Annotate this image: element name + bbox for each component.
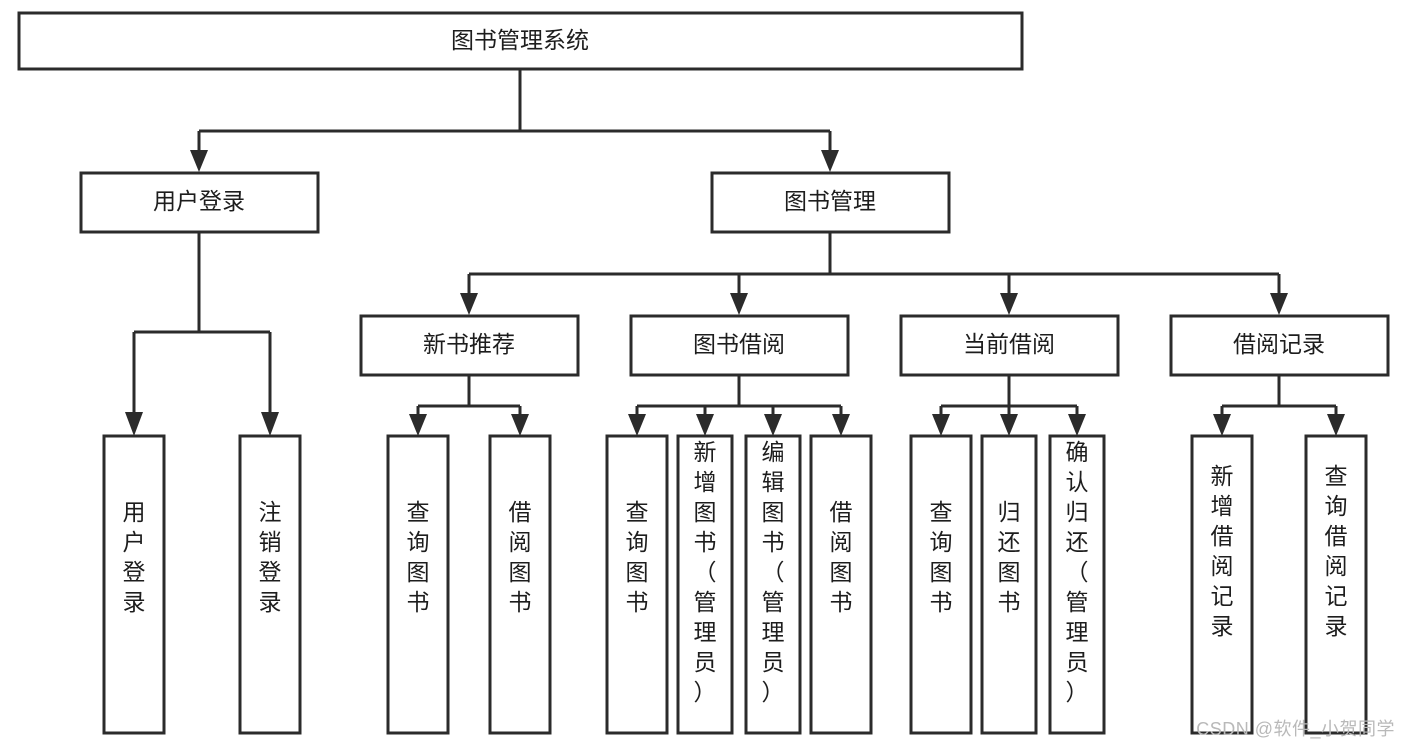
leaf-edit-book-label: 编辑图书（管理员） xyxy=(762,439,785,705)
node-user-login[interactable]: 用户登录 xyxy=(79,171,320,234)
csdn-watermark: CSDN @软件_小贺同学 xyxy=(1196,719,1395,739)
leaf-query-record[interactable]: 查询借阅记录 xyxy=(1304,434,1368,735)
arrowhead-leaf-logout-login xyxy=(261,412,279,436)
leaf-query-book-1-box[interactable] xyxy=(386,434,450,735)
node-book-borrow-box[interactable] xyxy=(629,314,850,377)
node-root-label: 图书管理系统 xyxy=(451,27,589,53)
node-user-login-box[interactable] xyxy=(79,171,320,234)
arrowhead-leaf-add-record xyxy=(1213,414,1231,436)
arrowhead-leaf-borrow-book-2 xyxy=(832,414,850,436)
node-new-book-rec[interactable]: 新书推荐 xyxy=(359,314,580,377)
node-borrow-record-label: 借阅记录 xyxy=(1233,331,1325,357)
leaf-confirm-return[interactable]: 确认归还（管理员） xyxy=(1048,434,1106,735)
node-borrow-record[interactable]: 借阅记录 xyxy=(1169,314,1390,377)
leaf-query-book-2-box[interactable] xyxy=(605,434,669,735)
arrowhead-leaf-query-book-2 xyxy=(628,414,646,436)
arrowhead-leaf-query-book-1 xyxy=(409,414,427,436)
node-new-book-rec-label: 新书推荐 xyxy=(423,331,515,357)
leaf-query-book-2[interactable]: 查询图书 xyxy=(605,434,669,735)
node-book-manage-box[interactable] xyxy=(710,171,951,234)
leaf-query-book-3-box[interactable] xyxy=(909,434,973,735)
leaf-edit-book[interactable]: 编辑图书（管理员） xyxy=(744,434,802,735)
leaf-user-login[interactable]: 用户登录 xyxy=(102,434,166,735)
arrowhead-userlogin xyxy=(190,150,208,172)
leaf-query-book-1[interactable]: 查询图书 xyxy=(386,434,450,735)
leaf-query-book-3[interactable]: 查询图书 xyxy=(909,434,973,735)
arrowhead-leaf-query-book-3 xyxy=(932,414,950,436)
connector-layer xyxy=(125,69,1345,436)
leaf-query-record-label: 查询借阅记录 xyxy=(1325,463,1348,639)
arrowhead-leaf-query-record xyxy=(1327,414,1345,436)
leaf-user-login-box[interactable] xyxy=(102,434,166,735)
node-current-borrow[interactable]: 当前借阅 xyxy=(899,314,1120,377)
leaf-query-book-1-label: 查询图书 xyxy=(407,499,430,615)
node-book-manage[interactable]: 图书管理 xyxy=(710,171,951,234)
node-book-borrow[interactable]: 图书借阅 xyxy=(629,314,850,377)
node-borrow-record-box[interactable] xyxy=(1169,314,1390,377)
node-book-borrow-label: 图书借阅 xyxy=(693,331,785,357)
leaf-borrow-book-1[interactable]: 借阅图书 xyxy=(488,434,552,735)
leaf-query-record-box[interactable] xyxy=(1304,434,1368,735)
leaf-query-book-2-label: 查询图书 xyxy=(626,499,649,615)
leaf-logout-login-label: 注销登录 xyxy=(259,499,282,615)
leaf-query-book-3-label: 查询图书 xyxy=(930,499,953,615)
arrowhead-leaf-return-book xyxy=(1000,414,1018,436)
leaf-add-record-label: 新增借阅记录 xyxy=(1211,463,1234,639)
leaf-confirm-return-box[interactable] xyxy=(1048,434,1106,735)
arrowhead-leaf-borrow-book-1 xyxy=(511,414,529,436)
arrowhead-leaf-confirm-return xyxy=(1068,414,1086,436)
leaf-confirm-return-label: 确认归还（管理员） xyxy=(1066,439,1089,705)
arrowhead-leaf-add-book xyxy=(696,414,714,436)
leaf-add-book-box[interactable] xyxy=(676,434,734,735)
node-book-manage-label: 图书管理 xyxy=(784,188,876,214)
leaf-borrow-book-2[interactable]: 借阅图书 xyxy=(809,434,873,735)
leaf-add-record-box[interactable] xyxy=(1190,434,1254,735)
leaf-logout-login[interactable]: 注销登录 xyxy=(238,434,302,735)
leaf-borrow-book-1-label: 借阅图书 xyxy=(509,499,532,615)
arrowhead-borrowrecord xyxy=(1270,293,1288,315)
arrowhead-currentborrow xyxy=(1000,293,1018,315)
arrowhead-leaf-edit-book xyxy=(764,414,782,436)
leaf-add-book-label: 新增图书（管理员） xyxy=(694,439,717,705)
leaf-return-book-box[interactable] xyxy=(980,434,1038,735)
arrowhead-leaf-user-login xyxy=(125,412,143,436)
node-current-borrow-label: 当前借阅 xyxy=(963,331,1055,357)
leaf-edit-book-box[interactable] xyxy=(744,434,802,735)
leaf-add-book[interactable]: 新增图书（管理员） xyxy=(676,434,734,735)
leaf-add-record[interactable]: 新增借阅记录 xyxy=(1190,434,1254,735)
leaf-borrow-book-1-box[interactable] xyxy=(488,434,552,735)
arrowhead-bookmanage xyxy=(821,150,839,172)
leaf-user-login-label: 用户登录 xyxy=(123,499,146,615)
leaf-logout-login-box[interactable] xyxy=(238,434,302,735)
node-user-login-label: 用户登录 xyxy=(153,188,245,214)
node-new-book-rec-box[interactable] xyxy=(359,314,580,377)
node-current-borrow-box[interactable] xyxy=(899,314,1120,377)
arrowhead-bookborrow xyxy=(730,293,748,315)
leaf-return-book[interactable]: 归还图书 xyxy=(980,434,1038,735)
arrowhead-newbook xyxy=(460,293,478,315)
leaf-return-book-label: 归还图书 xyxy=(998,499,1021,615)
node-root[interactable]: 图书管理系统 xyxy=(17,11,1024,71)
leaf-borrow-book-2-label: 借阅图书 xyxy=(830,499,853,615)
node-root-box[interactable] xyxy=(17,11,1024,71)
leaf-borrow-book-2-box[interactable] xyxy=(809,434,873,735)
